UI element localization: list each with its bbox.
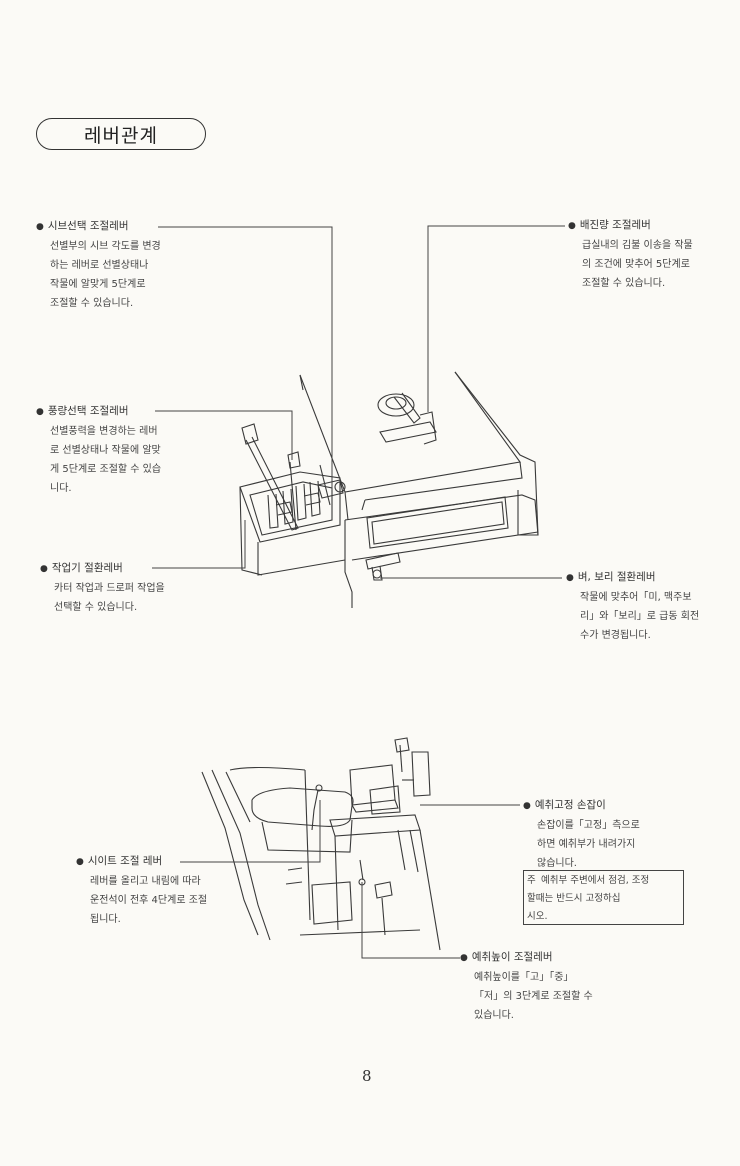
callout-seat-lever: ●시이트 조절 레버 레버를 올리고 내림에 따라 운전석이 전후 4단계로 조… bbox=[76, 852, 207, 929]
callout-grain-feed-lever: ●배진량 조절레버 급실내의 김불 이송을 작물 의 조건에 맞추어 5단계로 … bbox=[568, 216, 693, 293]
grain-feed-lever-title: 배진량 조절레버 bbox=[579, 219, 651, 231]
grain-feed-lever-description: 급실내의 김불 이송을 작물 의 조건에 맞추어 5단계로 조절할 수 있습니다… bbox=[582, 240, 693, 289]
callout-reaper-lock-handle: ●예취고정 손잡이 손잡이를「고정」측으로 하면 예취부가 내려가지 않습니다. bbox=[523, 796, 640, 873]
leader-lines bbox=[152, 225, 565, 959]
sieve-lever-description: 선별부의 시브 각도를 변경 하는 레버로 선별상태나 작물에 알맞게 5단계로… bbox=[50, 241, 161, 309]
callout-sieve-lever: ●시브선택 조절레버 선별부의 시브 각도를 변경 하는 레버로 선별상태나 작… bbox=[36, 217, 161, 313]
callout-work-switch-lever: ●작업기 절환레버 카터 작업과 드로퍼 작업을 선택할 수 있습니다. bbox=[40, 559, 165, 617]
callout-rice-barley-lever: ●벼, 보리 절환레버 작물에 맞추어「미, 맥주보 리」와「보리」로 급동 회… bbox=[566, 568, 699, 645]
reaper-height-lever-description: 예취높이를「고」「중」 「저」의 3단계로 조절할 수 있습니다. bbox=[474, 972, 593, 1021]
callout-reaper-height-lever: ●예취높이 조절레버 예취높이를「고」「중」 「저」의 3단계로 조절할 수 있… bbox=[460, 948, 593, 1025]
work-switch-lever-title: 작업기 절환레버 bbox=[51, 562, 123, 574]
reaper-height-lever-title: 예취높이 조절레버 bbox=[471, 951, 553, 963]
upper-panel-illustration bbox=[239, 371, 539, 608]
callout-air-volume-lever: ●풍량선택 조절레버 선별풍력을 변경하는 레버 로 선별상태나 작물에 알맞 … bbox=[36, 402, 161, 498]
caution-note-text: 예취부 주변에서 점검, 조정 할때는 반드시 고정하십 시오. bbox=[527, 875, 650, 922]
caution-note-mark: 주 bbox=[527, 875, 536, 886]
rice-barley-lever-description: 작물에 맞추어「미, 맥주보 리」와「보리」로 급동 회전 수가 변경됩니다. bbox=[580, 592, 700, 641]
seat-lever-description: 레버를 올리고 내림에 따라 운전석이 전후 4단계로 조절 됩니다. bbox=[90, 876, 208, 925]
air-volume-lever-description: 선별풍력을 변경하는 레버 로 선별상태나 작물에 알맞 게 5단계로 조절할 … bbox=[50, 426, 162, 494]
reaper-lock-handle-description: 손잡이를「고정」측으로 하면 예취부가 내려가지 않습니다. bbox=[537, 820, 640, 869]
caution-note: 주 예취부 주변에서 점검, 조정 할때는 반드시 고정하십 시오. bbox=[523, 870, 684, 925]
work-switch-lever-description: 카터 작업과 드로퍼 작업을 선택할 수 있습니다. bbox=[54, 583, 165, 613]
rice-barley-lever-title: 벼, 보리 절환레버 bbox=[577, 571, 656, 583]
lower-seat-illustration bbox=[201, 737, 441, 951]
reaper-lock-handle-title: 예취고정 손잡이 bbox=[534, 799, 606, 811]
section-title-text: 레버관계 bbox=[84, 124, 158, 147]
sieve-lever-title: 시브선택 조절레버 bbox=[47, 220, 129, 232]
air-volume-lever-title: 풍량선택 조절레버 bbox=[47, 405, 129, 417]
seat-lever-title: 시이트 조절 레버 bbox=[87, 855, 163, 867]
section-title: 레버관계 bbox=[36, 118, 206, 150]
page-number: 8 bbox=[362, 1067, 372, 1085]
